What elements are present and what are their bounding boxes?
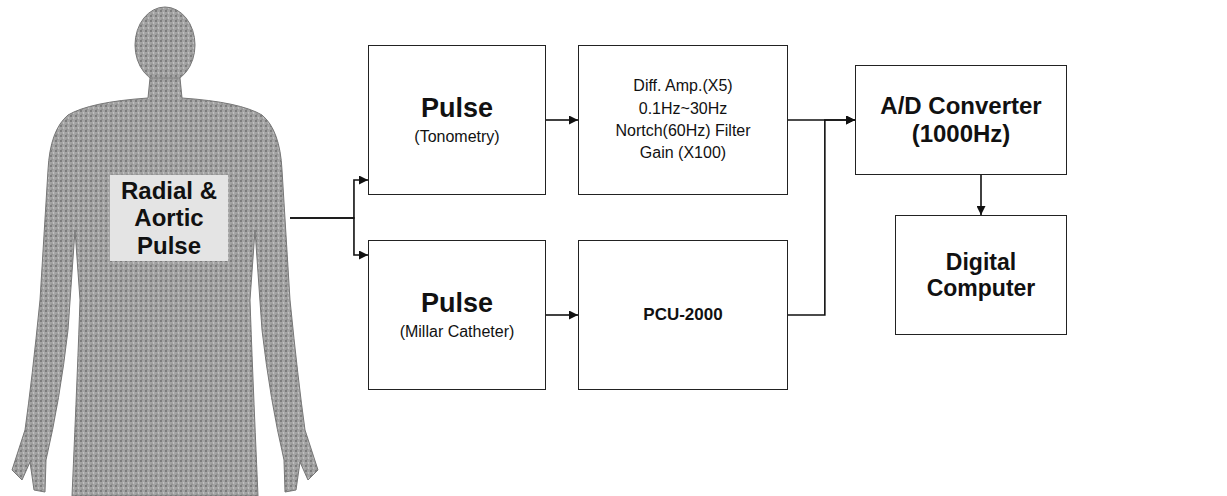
sensor-box: Pulse (Millar Catheter) (368, 240, 546, 390)
box-text: Nortch(60Hz) Filter (615, 122, 750, 140)
sensor-box: Pulse (Tonometry) (368, 45, 546, 195)
amplifier-box: Diff. Amp.(X5) 0.1Hz~30HzNortch(60Hz) Fil… (578, 45, 788, 195)
head (135, 7, 195, 83)
converter-box: A/D Converter(1000Hz) (855, 65, 1067, 175)
box-text: (Tonometry) (414, 128, 499, 146)
signal-arrow (980, 175, 982, 215)
box-title: Radial & Aortic Pulse (110, 175, 228, 262)
signal-arrow (546, 314, 578, 316)
signal-arrow (788, 120, 855, 315)
box-text: 0.1Hz~30Hz (639, 100, 728, 118)
body (12, 78, 318, 496)
control-unit-box: PCU-2000 (578, 240, 788, 390)
signal-arrow (290, 218, 368, 255)
box-text: (1000Hz) (912, 120, 1011, 148)
figure-label: Radial & Aortic Pulse (100, 168, 290, 268)
box-text: (Millar Catheter) (400, 323, 515, 341)
signal-arrow (290, 180, 368, 218)
signal-arrow (546, 119, 578, 121)
box-title: Pulse (421, 93, 493, 124)
box-title: Digital Computer (921, 249, 1041, 302)
box-title: Pulse (421, 288, 493, 319)
box-text: Gain (X100) (640, 144, 726, 162)
box-title: A/D Converter (880, 92, 1041, 120)
box-title: Diff. Amp.(X5) (633, 77, 732, 95)
computer-box: Digital Computer (895, 215, 1067, 335)
box-title: PCU-2000 (643, 305, 722, 325)
